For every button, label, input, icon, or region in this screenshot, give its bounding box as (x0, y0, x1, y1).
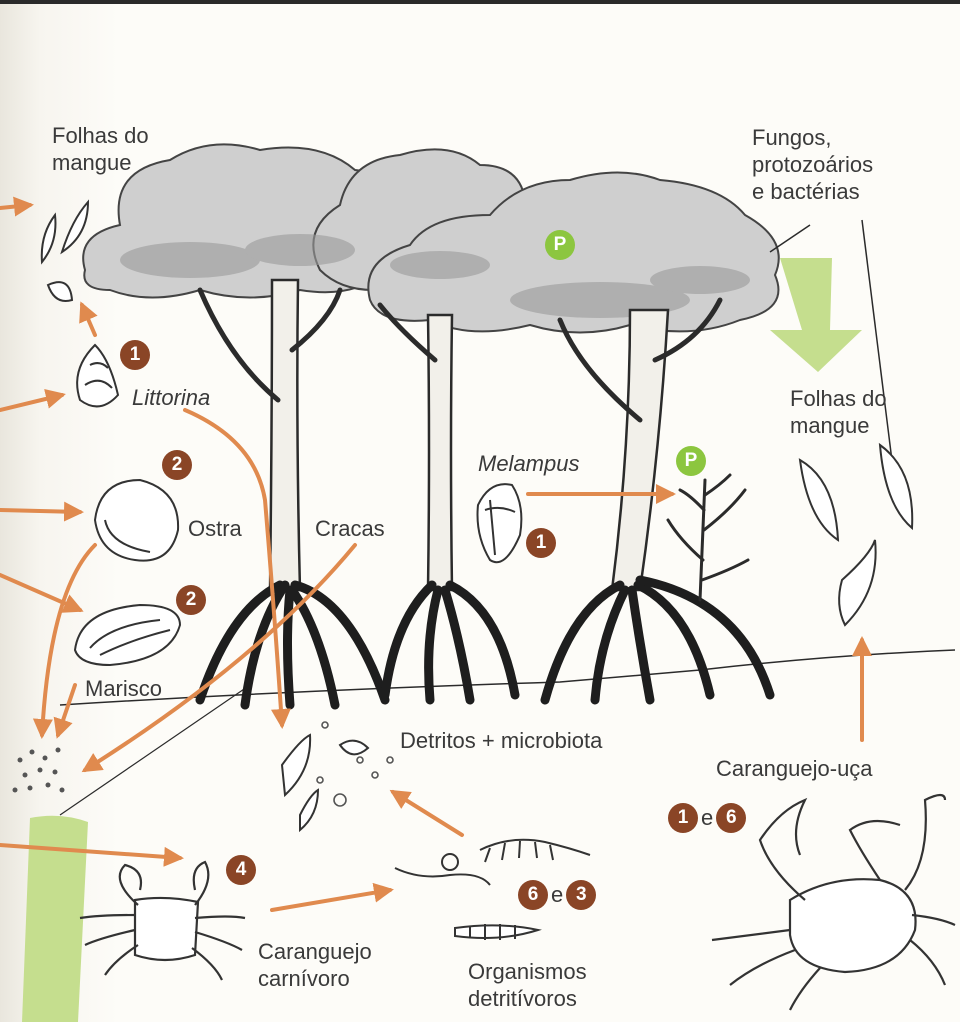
label-line: carnívoro (258, 965, 372, 992)
label-line: Fungos, (752, 124, 873, 151)
badge-carnivoro: 4 (226, 855, 256, 885)
label-caranguejo-carnivoro: Caranguejo carnívoro (258, 938, 372, 992)
label-melampus: Melampus (478, 450, 579, 477)
label-folhas-do-mangue-right: Folhas do mangue (790, 385, 887, 439)
label-organismos-detritivoros: Organismos detritívoros (468, 958, 587, 1012)
mussel-shell (75, 605, 180, 665)
label-line: Caranguejo (258, 938, 372, 965)
badge-melampus: 1 (526, 528, 556, 558)
label-line: Folhas do (790, 385, 887, 412)
melampus-snail (478, 484, 522, 562)
label-ostra: Ostra (188, 515, 242, 542)
label-folhas-do-mangue-left: Folhas do mangue (52, 122, 149, 176)
badge-conj: e (698, 803, 716, 833)
badge-littorina: 1 (120, 340, 150, 370)
algae-plant (668, 475, 748, 600)
label-detritos-microbiota: Detritos + microbiota (400, 727, 602, 754)
green-leaf-fall-arrow (770, 258, 862, 372)
label-line: protozoários (752, 151, 873, 178)
littorina-snail (77, 345, 118, 406)
label-cracas: Cracas (315, 515, 385, 542)
badge-detritivoros-2: 3 (566, 880, 596, 910)
label-line: mangue (52, 149, 149, 176)
detritus-bits (317, 722, 393, 806)
detritus-particles (13, 748, 65, 793)
badge-uca-1: 1 (668, 803, 698, 833)
label-line: Folhas do (52, 122, 149, 149)
badge-producer-plant: P (676, 446, 706, 476)
badge-pair-uca: 1e6 (668, 803, 746, 833)
detritivore-amphipod (480, 840, 590, 862)
label-caranguejo-uca: Caranguejo-uça (716, 755, 873, 782)
label-marisco: Marisco (85, 675, 162, 702)
label-fungos-protozoarios-bacterias: Fungos, protozoários e bactérias (752, 124, 873, 205)
badge-detritivoros-1: 6 (518, 880, 548, 910)
detritivore-worm (395, 854, 490, 885)
badge-producer-tree: P (545, 230, 575, 260)
badge-pair-detritivoros: 6e3 (518, 880, 596, 910)
label-littorina: Littorina (132, 384, 210, 411)
fungi-pointer-line-2 (862, 220, 895, 485)
badge-conj: e (548, 880, 566, 910)
oyster-shell (95, 480, 178, 561)
badge-marisco: 2 (176, 585, 206, 615)
label-line: mangue (790, 412, 887, 439)
badge-uca-2: 6 (716, 803, 746, 833)
page-top-edge (0, 0, 960, 4)
detritivore-larva (455, 924, 538, 940)
fungi-pointer-line (770, 225, 810, 252)
label-line: e bactérias (752, 178, 873, 205)
label-line: Organismos (468, 958, 587, 985)
slope-line (60, 685, 250, 815)
badge-ostra: 2 (162, 450, 192, 480)
uca-crab (712, 795, 955, 1010)
carnivorous-crab (80, 862, 245, 980)
mangrove-roots (200, 580, 770, 705)
label-line: detritívoros (468, 985, 587, 1012)
